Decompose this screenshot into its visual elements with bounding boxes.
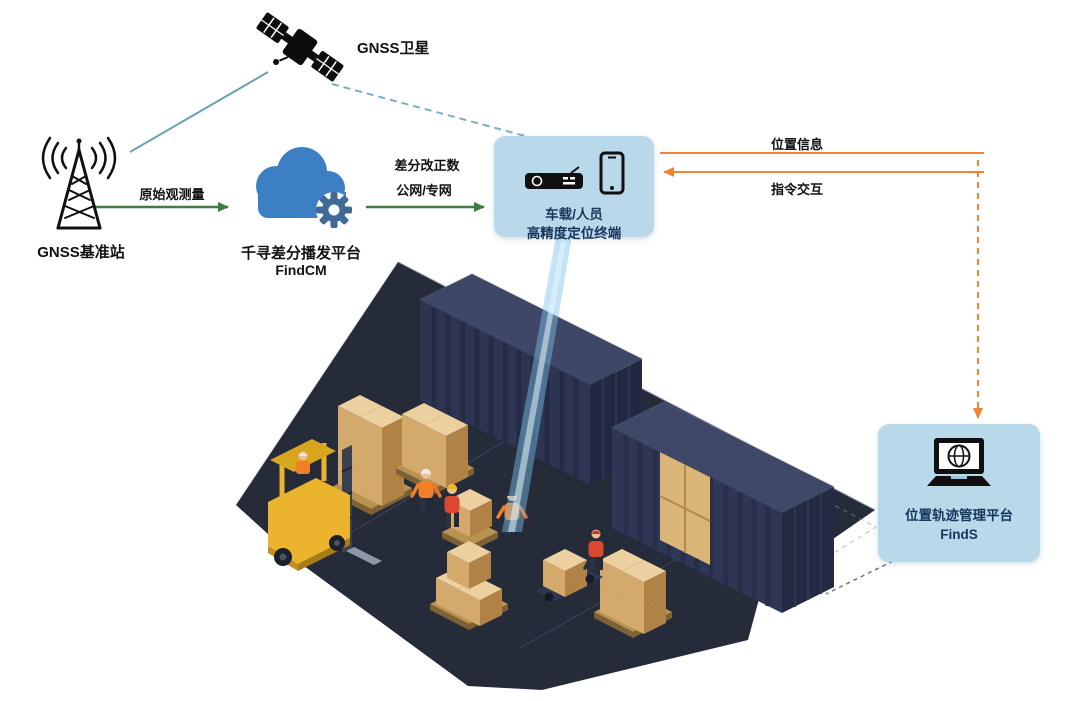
base-station-icon	[22, 136, 137, 241]
command-interaction-label: 指令交互	[770, 182, 824, 197]
pallet-stack-d	[430, 541, 508, 630]
forklift	[268, 439, 382, 571]
satellite-label: GNSS卫星	[357, 40, 430, 57]
cloud-gear-icon	[236, 134, 366, 239]
pallet-box-c	[442, 489, 498, 552]
worker-1	[410, 468, 442, 512]
corrections-label-line2: 公网/专网	[396, 183, 452, 198]
worker-4	[588, 529, 604, 570]
terminal-label-line2: 高精度定位终端	[526, 225, 622, 241]
management-platform-node: 位置轨迹管理平台 FindS	[878, 424, 1040, 562]
container-right	[611, 401, 835, 613]
terminal-node: 车载/人员 高精度定位终端	[494, 136, 654, 241]
worker-2	[444, 483, 460, 527]
pallet-stack-b	[396, 403, 474, 494]
position-info-label: 位置信息	[770, 137, 824, 152]
gear-icon	[316, 192, 352, 228]
laptop-globe-icon	[919, 436, 999, 501]
cloud-platform-product: FindCM	[275, 262, 327, 278]
gnss-satellite-icon	[250, 2, 350, 92]
terminal-label-line1: 车载/人员	[545, 207, 603, 222]
vehicle-terminal-icon	[523, 165, 585, 200]
corrections-label-line1: 差分改正数	[394, 158, 460, 173]
cloud-platform-label: 千寻差分播发平台	[240, 245, 362, 262]
raw-observation-label: 原始观测量	[139, 187, 205, 202]
management-platform-product: FindS	[940, 526, 978, 542]
pallet-stack-e	[594, 549, 672, 638]
smartphone-icon	[599, 151, 625, 200]
management-platform-label: 位置轨迹管理平台	[905, 508, 1013, 523]
base-station-label: GNSS基准站	[37, 244, 125, 261]
